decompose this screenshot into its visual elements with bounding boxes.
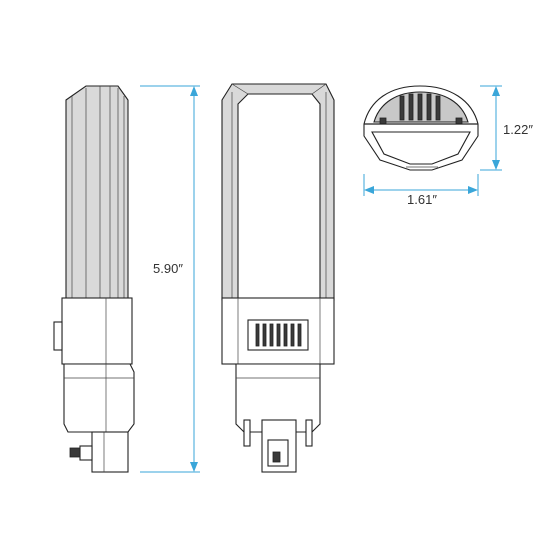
top-view-fin xyxy=(435,95,441,121)
top-view-fin xyxy=(399,95,405,121)
side-view-collar xyxy=(63,363,135,433)
width-arrow-left xyxy=(364,186,374,194)
front-view-grip-rib xyxy=(290,323,295,347)
side-view-housing xyxy=(61,297,133,365)
front-view-grip-rib xyxy=(297,323,302,347)
height-arrow-bottom xyxy=(190,462,198,472)
top-view-clip-right xyxy=(455,117,463,125)
front-view xyxy=(221,83,335,473)
front-view-grip-rib xyxy=(269,323,274,347)
top-view-fin xyxy=(408,93,414,121)
side-view-pin-tip xyxy=(69,447,81,458)
side-view-base xyxy=(91,431,129,473)
front-view-base-key xyxy=(272,451,281,463)
front-view-grip-rib xyxy=(262,323,267,347)
depth-arrow-bottom xyxy=(492,160,500,170)
side-view-latch xyxy=(53,321,63,351)
front-view-grip-rib xyxy=(255,323,260,347)
side-view-pin-stub xyxy=(79,445,93,461)
height-label-bg xyxy=(146,258,192,278)
side-view-tube xyxy=(65,85,129,301)
top-view-clip-left xyxy=(379,117,387,125)
front-view-pin-right xyxy=(305,419,313,447)
depth-dimension: 1.22″ xyxy=(480,85,536,171)
top-view-lens xyxy=(371,131,471,165)
width-dimension: 1.61″ xyxy=(363,174,479,207)
side-view xyxy=(53,85,135,473)
width-arrow-right xyxy=(468,186,478,194)
front-view-pin-left xyxy=(243,419,251,447)
width-label: 1.61″ xyxy=(407,192,437,207)
depth-label: 1.22″ xyxy=(503,122,533,137)
front-view-grip-rib xyxy=(276,323,281,347)
height-label: 5.90″ xyxy=(153,261,183,276)
front-view-lens xyxy=(237,93,321,299)
top-view-fin xyxy=(417,93,423,121)
front-view-chamfer xyxy=(311,83,327,95)
depth-label-bg xyxy=(500,120,536,140)
top-view xyxy=(363,85,479,171)
top-view-fins xyxy=(399,93,441,121)
front-view-chamfer xyxy=(231,83,249,95)
height-dimension: 5.90″ xyxy=(140,85,200,473)
top-view-fin xyxy=(426,93,432,121)
depth-arrow-top xyxy=(492,86,500,96)
height-arrow-top xyxy=(190,86,198,96)
front-view-grip-rib xyxy=(283,323,288,347)
